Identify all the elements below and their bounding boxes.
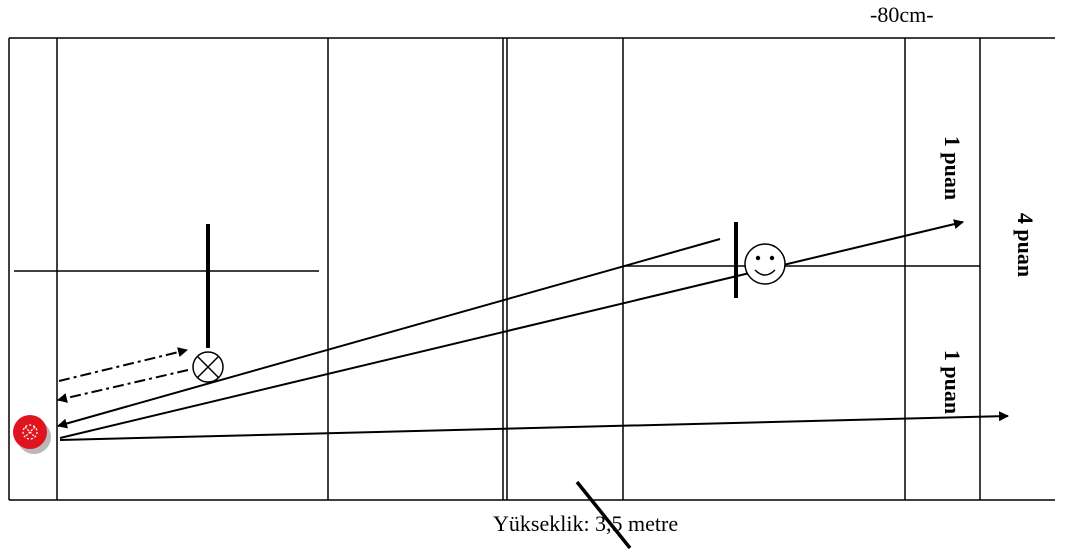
dashdot-passes (57, 347, 189, 403)
court-lines (14, 38, 981, 500)
width-note: -80cm- (870, 2, 934, 27)
throw-line-lower (59, 411, 1009, 441)
throw-line-upper (59, 219, 964, 439)
court-border (8, 37, 1055, 501)
dashdot-pass-back (57, 369, 189, 403)
throw-line-return (57, 238, 721, 429)
player-smiley-face-icon (744, 243, 786, 285)
upper-score-label: 1 puan (940, 135, 965, 201)
height-note: Yükseklik: 3,5 metre (493, 511, 679, 536)
net-mark (575, 480, 632, 550)
lower-score-label: 1 puan (940, 349, 965, 415)
dashdot-pass-out (58, 347, 188, 382)
outer-score-label: 4 puan (1013, 212, 1038, 278)
throw-lines (57, 219, 1009, 441)
opponent-crossed-circle-icon (192, 351, 224, 383)
start-crossed-circle-icon (13, 415, 51, 454)
